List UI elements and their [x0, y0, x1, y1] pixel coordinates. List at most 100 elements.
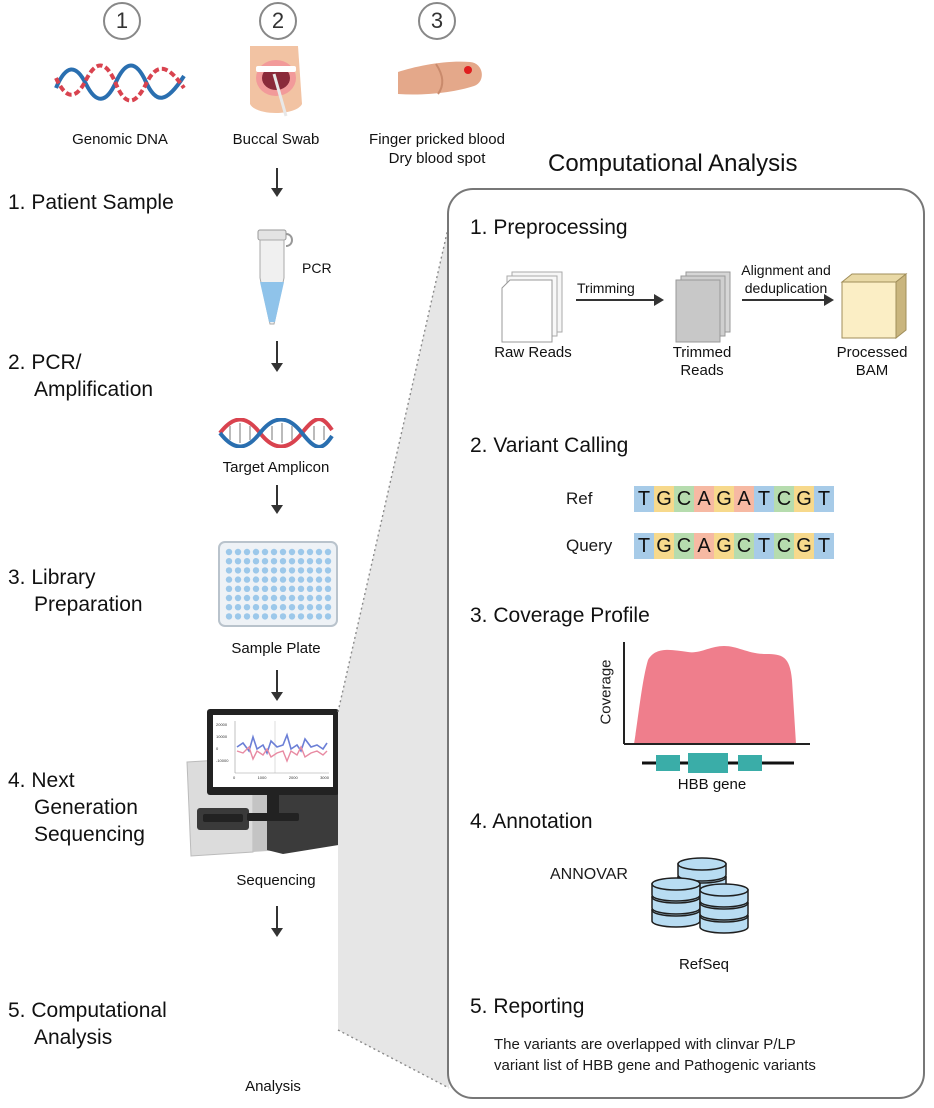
plate-well: [324, 585, 332, 592]
plate-well: [288, 576, 296, 583]
plate-well: [306, 558, 314, 565]
trimmed-reads-line2: Reads: [680, 362, 724, 379]
refseq-label: RefSeq: [678, 956, 730, 973]
plate-well: [315, 613, 323, 620]
plate-well: [288, 613, 296, 620]
processed-bam-icon: [840, 272, 908, 340]
arrow-down-1: [271, 168, 283, 197]
plate-well: [234, 558, 242, 565]
plate-well: [252, 585, 260, 592]
trimming-arrow: [576, 294, 664, 306]
base-A: A: [734, 486, 754, 512]
plate-well: [225, 576, 233, 583]
plate-well: [288, 548, 296, 556]
sequencing-caption: Sequencing: [236, 872, 316, 889]
annovar-label: ANNOVAR: [550, 866, 628, 883]
genomic-dna-icon: [54, 63, 186, 103]
plate-well: [324, 594, 332, 602]
plate-well: [225, 585, 233, 592]
base-C: C: [734, 533, 754, 559]
step-library-line2: Preparation: [34, 593, 143, 616]
plate-well: [279, 594, 287, 602]
ref-label: Ref: [566, 489, 593, 508]
base-G: G: [794, 533, 814, 559]
amplicon-helix-icon: [218, 418, 334, 448]
pcr-caption: PCR: [302, 260, 332, 276]
sample-plate-icon: [218, 541, 338, 627]
step-analysis-line1: 5. Computational: [8, 999, 167, 1022]
plate-well: [261, 558, 269, 565]
plate-well: [261, 576, 269, 583]
plate-well: [270, 613, 278, 620]
database-disk-top: [677, 857, 727, 871]
plate-well: [225, 594, 233, 602]
plate-well: [261, 604, 269, 611]
plate-well: [225, 613, 233, 620]
arrow-down-3: [271, 485, 283, 514]
amplicon-caption: Target Amplicon: [222, 459, 330, 476]
arrow-down-4: [271, 670, 283, 701]
coverage-plot: [623, 642, 810, 773]
plate-well: [234, 548, 242, 556]
plate-well: [324, 567, 332, 574]
hbb-gene-label: HBB gene: [677, 776, 747, 793]
monitor-icon: [207, 709, 339, 821]
base-G: G: [714, 486, 734, 512]
base-A: A: [694, 486, 714, 512]
analysis-monitor: 20000 10000 0 -10000 0 1000 2000 3000: [205, 707, 341, 834]
plate-well: [252, 567, 260, 574]
plate-well: [252, 604, 260, 611]
plate-well: [252, 576, 260, 583]
trimmed-reads-icon: [675, 271, 731, 343]
exon-3: [738, 755, 762, 771]
monitor-y-tick: 20000: [216, 722, 228, 727]
plate-well: [252, 548, 260, 556]
plate-well: [243, 585, 251, 592]
arrow-down-2: [271, 341, 283, 372]
plate-well: [261, 613, 269, 620]
exon-2: [688, 753, 728, 773]
step-pcr-line1: 2. PCR/: [8, 351, 82, 374]
plate-well: [288, 585, 296, 592]
plate-well: [288, 558, 296, 565]
buccal-swab-caption: Buccal Swab: [232, 131, 320, 148]
plate-well: [288, 604, 296, 611]
base-T: T: [814, 486, 834, 512]
plate-well: [270, 604, 278, 611]
plate-well: [297, 558, 305, 565]
monitor-y-tick: 10000: [216, 734, 228, 739]
plate-well: [297, 548, 305, 556]
plate-well: [225, 604, 233, 611]
plate-well: [324, 604, 332, 611]
panel-title: Computational Analysis: [548, 150, 798, 177]
plate-well: [324, 613, 332, 620]
plate-well: [297, 613, 305, 620]
plate-well: [261, 585, 269, 592]
plate-well: [261, 567, 269, 574]
monitor-x-ticks: 0 1000 2000 3000: [233, 775, 329, 780]
monitor-x-tick: 3000: [320, 775, 329, 780]
alignment-label-line2: deduplication: [744, 280, 828, 296]
monitor-x-tick: 2000: [288, 775, 298, 780]
step-pcr-line2: Amplification: [34, 378, 154, 401]
plate-well: [234, 567, 242, 574]
step-analysis-line2: Analysis: [34, 1026, 113, 1049]
plate-well: [297, 594, 305, 602]
database-disk-top: [651, 877, 701, 891]
arrow-down-5: [271, 906, 283, 937]
plate-well: [297, 604, 305, 611]
plate-well: [261, 594, 269, 602]
raw-reads-label: Raw Reads: [494, 344, 572, 361]
plate-well: [243, 558, 251, 565]
monitor-x-tick: 1000: [257, 775, 267, 780]
blood-caption-line1: Finger pricked blood: [369, 131, 505, 148]
plate-well: [243, 567, 251, 574]
plate-well: [315, 604, 323, 611]
query-label: Query: [566, 536, 613, 555]
exon-1: [656, 755, 680, 771]
plate-well: [315, 594, 323, 602]
base-G: G: [654, 486, 674, 512]
plate-well: [297, 576, 305, 583]
